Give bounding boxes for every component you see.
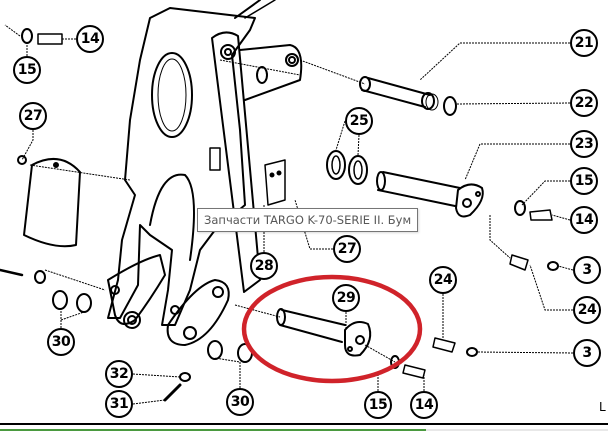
ring-22 (443, 96, 457, 116)
corner-mark: L (599, 400, 606, 414)
loading-progress-fill (0, 429, 426, 431)
callout-14[interactable]: 14 (76, 25, 104, 53)
cover-plate-left (23, 157, 81, 248)
callout-27[interactable]: 27 (19, 102, 47, 130)
diagram-border-line (0, 423, 608, 425)
callout-30[interactable]: 30 (47, 328, 75, 356)
callout-15[interactable]: 15 (570, 167, 598, 195)
boom-cross-plate (239, 44, 303, 101)
callout-21[interactable]: 21 (570, 29, 598, 57)
boom-upper-plate (211, 31, 261, 293)
callout-3[interactable]: 3 (573, 339, 601, 367)
pin-23 (377, 171, 461, 207)
pin-21 (361, 77, 431, 108)
callout-22[interactable]: 22 (570, 89, 598, 117)
callout-3[interactable]: 3 (573, 256, 601, 284)
cover-plate-28 (264, 159, 286, 206)
callout-15[interactable]: 15 (13, 56, 41, 84)
pin-29 (279, 309, 346, 343)
callout-31[interactable]: 31 (105, 390, 133, 418)
callout-14[interactable]: 14 (410, 391, 438, 419)
callout-30[interactable]: 30 (226, 388, 254, 416)
callout-23[interactable]: 23 (570, 130, 598, 158)
callout-28[interactable]: 28 (250, 252, 278, 280)
callout-14[interactable]: 14 (570, 206, 598, 234)
image-title-tooltip: Запчасти TARGO K-70-SERIE II. Бум (197, 208, 419, 232)
callout-29[interactable]: 29 (332, 284, 360, 312)
callout-15[interactable]: 15 (364, 391, 392, 419)
boom-window (151, 52, 193, 138)
loading-progress-bar (0, 429, 608, 431)
highlight-ellipse (241, 274, 423, 384)
callout-25[interactable]: 25 (345, 107, 373, 135)
callout-32[interactable]: 32 (105, 360, 133, 388)
callout-27[interactable]: 27 (333, 235, 361, 263)
boom-body-outline (107, 7, 256, 326)
callout-24[interactable]: 24 (429, 266, 457, 294)
callout-24[interactable]: 24 (573, 296, 601, 324)
